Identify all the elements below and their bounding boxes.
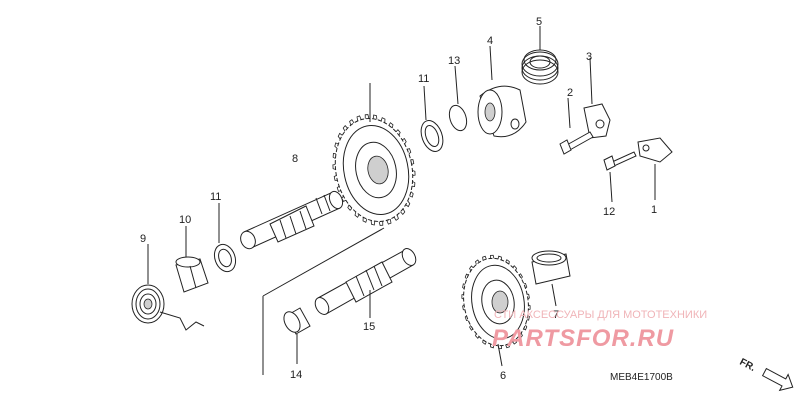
callout-11-right: 11 bbox=[418, 73, 429, 85]
gear-bushing bbox=[531, 250, 571, 285]
ratchet-spring bbox=[521, 49, 559, 85]
callout-11-left: 11 bbox=[210, 191, 221, 203]
kick-spring bbox=[131, 284, 205, 331]
idle-gear bbox=[461, 254, 531, 350]
callout-1: 1 bbox=[651, 204, 657, 216]
callout-13: 13 bbox=[448, 55, 460, 67]
diagram-code: MEB4E1700B bbox=[610, 372, 673, 383]
bolt bbox=[559, 131, 594, 155]
watermark-tagline: СТИ АКСЕССУАРЫ ДЛЯ МОТОТЕХНИКИ bbox=[494, 309, 707, 321]
callout-8: 8 bbox=[292, 153, 298, 165]
callout-3: 3 bbox=[586, 51, 592, 63]
callout-14: 14 bbox=[290, 369, 302, 381]
bushing bbox=[283, 307, 311, 335]
kick-spindle bbox=[240, 190, 344, 250]
callout-9: 9 bbox=[140, 233, 146, 245]
countershaft bbox=[314, 248, 417, 315]
callout-15: 15 bbox=[363, 321, 375, 333]
washer-left bbox=[213, 243, 237, 273]
screw bbox=[603, 151, 637, 171]
callout-10: 10 bbox=[179, 214, 191, 226]
front-direction-label: FR. bbox=[738, 357, 758, 374]
callout-2: 2 bbox=[567, 87, 573, 99]
callout-7: 7 bbox=[553, 309, 559, 321]
driven-gear bbox=[332, 114, 416, 226]
circlip bbox=[448, 104, 468, 132]
collar bbox=[175, 256, 209, 293]
washer-right bbox=[420, 120, 444, 152]
spring-guide bbox=[637, 137, 673, 163]
front-direction-arrow bbox=[761, 367, 794, 392]
callout-12: 12 bbox=[603, 206, 615, 218]
watermark-logo: PARTSFOR.RU bbox=[492, 325, 674, 352]
callout-6: 6 bbox=[500, 370, 506, 382]
ratchet bbox=[477, 85, 527, 138]
callout-4: 4 bbox=[487, 35, 493, 47]
callout-5: 5 bbox=[536, 16, 542, 28]
